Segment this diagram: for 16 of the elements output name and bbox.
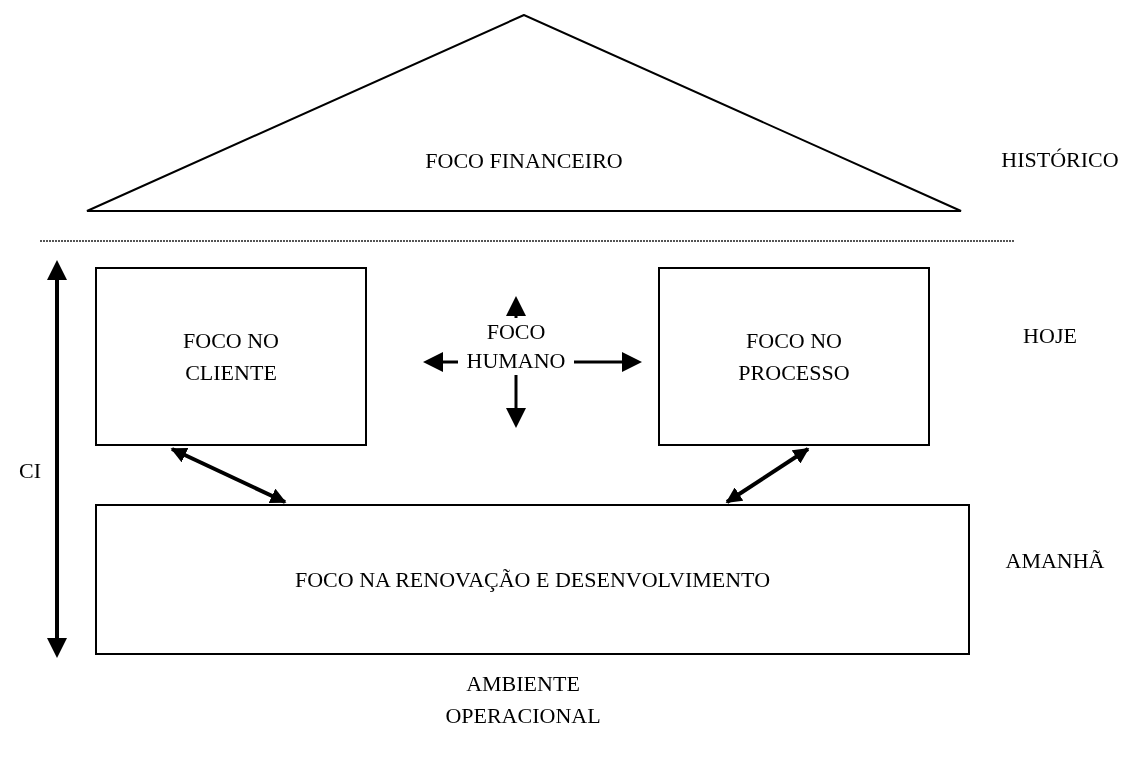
node-label: FOCO NA RENOVAÇÃO E DESENVOLVIMENTO xyxy=(294,565,771,594)
process-box xyxy=(658,267,930,446)
process-box xyxy=(95,504,970,655)
node-label: FOCO FINANCEIRO xyxy=(425,146,623,175)
node-label: FOCO NO CLIENTE xyxy=(182,326,280,387)
text-label: FOCO HUMANO xyxy=(458,318,574,376)
process-box xyxy=(95,267,367,446)
node-label: FOCO NO PROCESSO xyxy=(737,326,851,387)
double-arrow xyxy=(170,447,287,504)
triangle-shape xyxy=(86,14,962,212)
text-label: HOJE xyxy=(1022,322,1078,350)
text-label: HISTÓRICO xyxy=(1000,146,1120,174)
text-label: AMBIENTE OPERACIONAL xyxy=(444,670,602,730)
double-arrow xyxy=(725,447,810,504)
text-label: AMANHÃ xyxy=(1004,547,1106,575)
text-label: CI xyxy=(18,457,42,485)
